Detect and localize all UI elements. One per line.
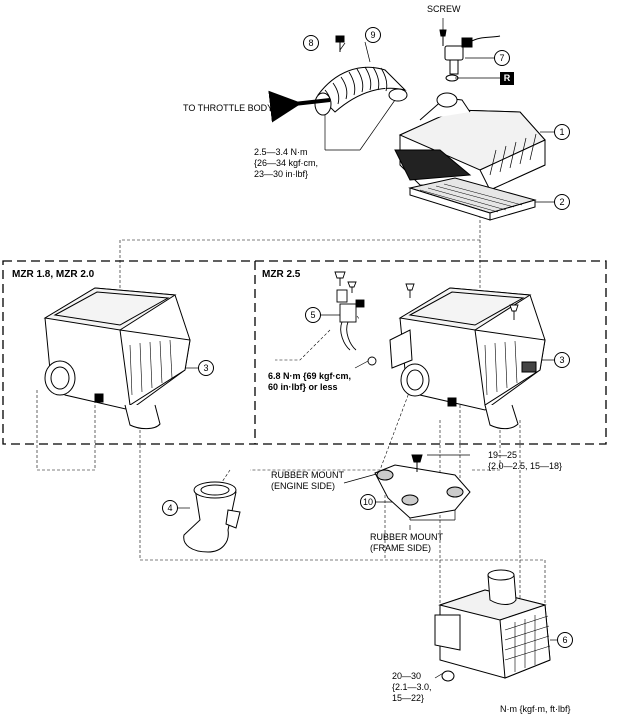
callout-4: 4 <box>162 500 178 516</box>
bracket-torque-line2: 60 in·lbf} or less <box>268 382 338 392</box>
units-note: N·m {kgf·m, ft·lbf} <box>500 704 571 714</box>
assembly-leader-lines <box>36 215 546 661</box>
bottom-torque-line3: 15—22} <box>392 693 425 703</box>
intake-hose <box>314 66 408 116</box>
callout-2: 2 <box>554 194 570 210</box>
air-cleaner-case-right <box>389 287 546 430</box>
clamp-screw <box>335 35 345 52</box>
rubber-mount-frame-line2: (FRAME SIDE) <box>370 543 432 553</box>
rubber-mount-engine-line2: (ENGINE SIDE) <box>271 481 336 491</box>
section-left-title: MZR 1.8, MZR 2.0 <box>12 269 95 280</box>
engine-variant-sections <box>2 260 607 445</box>
clamp-torque-line3: 23—30 in·lbf} <box>254 169 309 179</box>
callout-3-right: 3 <box>554 352 570 368</box>
mass-air-flow-sensor <box>439 29 501 82</box>
resonator <box>434 569 551 682</box>
callout-5: 5 <box>305 307 321 323</box>
mount-bolt-torque-line1: 19—25 <box>488 450 518 460</box>
mount-bolt-torque-line2: {2.0—2.5, 15—18} <box>488 461 563 471</box>
air-duct <box>183 481 241 553</box>
callout-10: 10 <box>360 494 376 510</box>
clamp-torque-line2: {26—34 kgf·cm, <box>254 158 319 168</box>
air-cleaner-case-left <box>43 287 191 430</box>
callout-1: 1 <box>554 124 570 140</box>
air-cleaner-cover <box>394 92 546 191</box>
clamp-torque-line1: 2.5—3.4 N·m <box>254 147 308 157</box>
callout-3-left: 3 <box>198 360 214 376</box>
replace-marker: R <box>500 72 514 85</box>
bracket-torque-line1: 6.8 N·m {69 kgf·cm, <box>268 371 352 381</box>
section-right-title: MZR 2.5 <box>262 269 301 280</box>
rubber-mount-engine-line1: RUBBER MOUNT <box>271 470 345 480</box>
callout-7: 7 <box>494 50 510 66</box>
mount-bracket <box>374 454 471 519</box>
air-cleaner-element <box>408 177 537 221</box>
mzr25-fasteners <box>334 271 519 366</box>
bottom-torque-line1: 20—30 <box>392 671 422 681</box>
callout-9: 9 <box>365 27 381 43</box>
screw-label: SCREW <box>427 4 461 14</box>
rubber-mount-frame-line1: RUBBER MOUNT <box>370 532 444 542</box>
callout-6: 6 <box>557 632 573 648</box>
to-throttle-body-label: TO THROTTLE BODY <box>183 103 274 113</box>
throttle-direction-arrow <box>268 90 331 123</box>
bottom-torque-line2: {2.1—3.0, <box>392 682 432 692</box>
callout-8: 8 <box>303 35 319 51</box>
